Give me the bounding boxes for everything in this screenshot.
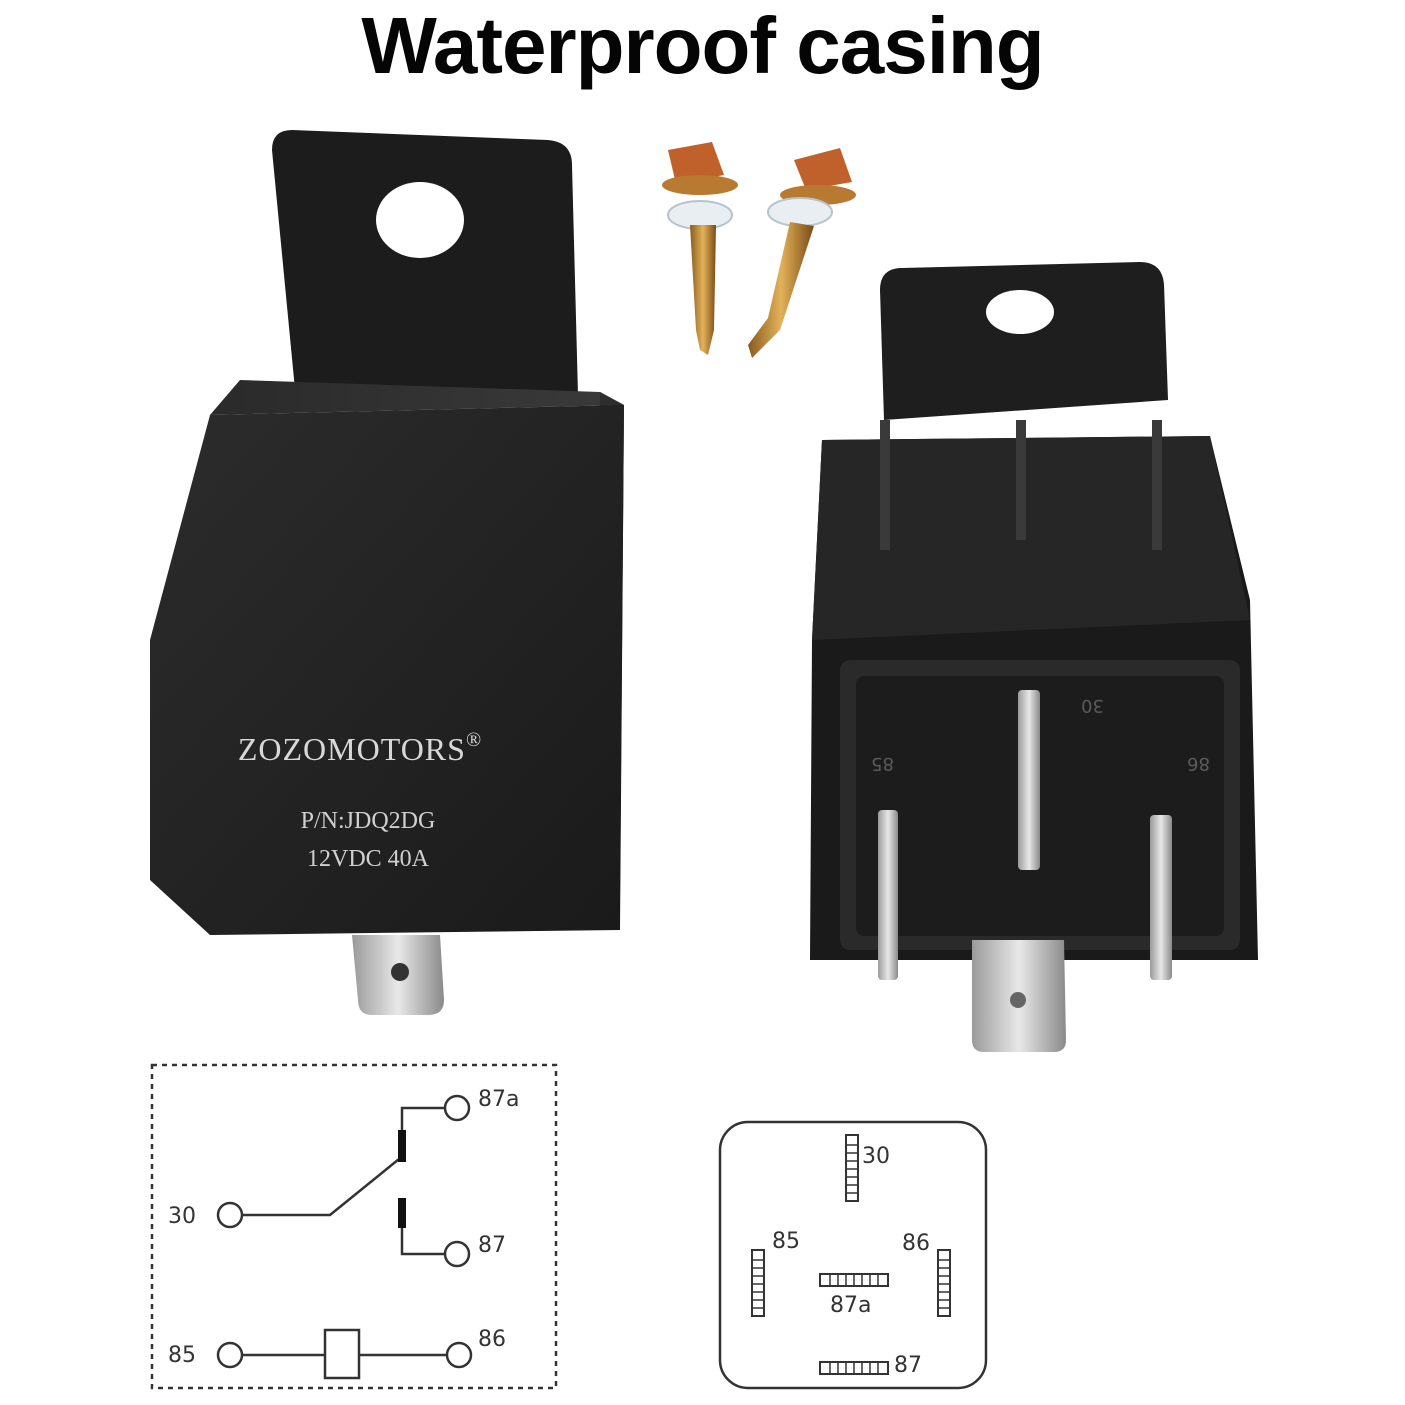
back-pin-label: 85 [871,753,894,774]
relay-front: ZOZOMOTORS® P/N:JDQ2DG 12VDC 40A [150,130,624,1015]
mounting-bracket [272,130,578,400]
schematic-label-85: 85 [168,1343,196,1368]
back-pin-label: 86 [1187,753,1210,774]
bracket-hole [376,182,464,258]
back-bracket [880,262,1168,420]
relay-pinout: 30 85 86 87a 87 [718,1120,988,1390]
relay-back: 85 86 30 [810,262,1258,1052]
pinout-label-87a: 87a [830,1293,871,1318]
schematic-label-30: 30 [168,1204,196,1229]
schematic-label-86: 86 [478,1327,506,1352]
pin-85 [878,810,898,980]
pinout-label-86: 86 [902,1231,930,1256]
pin-86 [1150,815,1172,980]
schematic-label-87: 87 [478,1233,506,1258]
back-pin-label: 30 [1081,695,1104,716]
relay-front-face [150,405,624,935]
relay-schematic: 87a 30 87 85 86 [150,1063,558,1390]
pin-30 [1018,690,1040,870]
pinout-border [718,1120,988,1390]
screw-right [748,148,856,358]
relay-rating: 12VDC 40A [307,846,430,872]
pinout-label-87: 87 [894,1353,922,1378]
schematic-border [150,1063,558,1390]
pinout-label-30: 30 [862,1144,890,1169]
screw-left [662,142,738,355]
pinout-label-85: 85 [772,1229,800,1254]
headline: Waterproof casing [361,1,1044,90]
schematic-label-87a: 87a [478,1087,519,1112]
back-bracket-hole [986,290,1054,334]
relay-part-number: P/N:JDQ2DG [301,808,436,834]
relay-brand: ZOZOMOTORS® [238,729,482,767]
